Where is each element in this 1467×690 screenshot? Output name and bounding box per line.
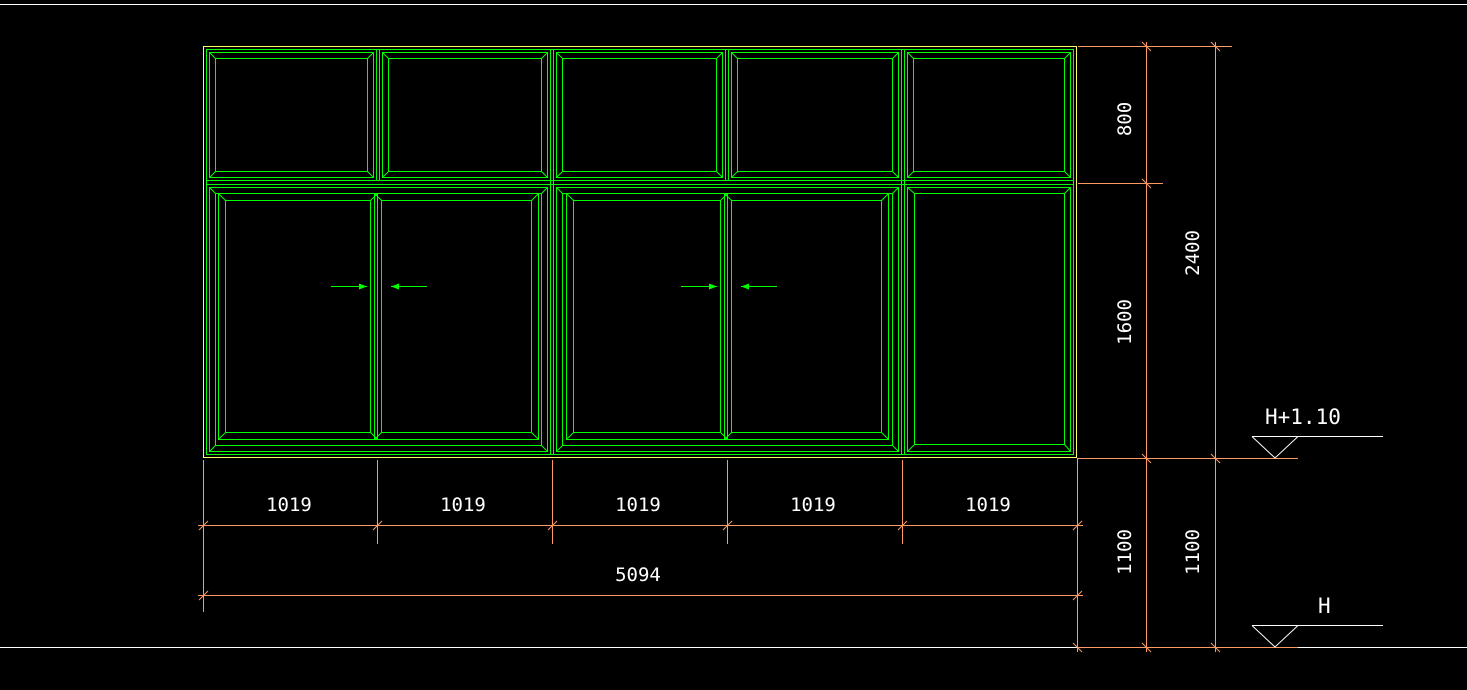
dimension-lines: [198, 41, 1298, 653]
elevation-labels: H+1.10 H: [1265, 405, 1341, 618]
fixed-bay: [907, 187, 1071, 452]
dim-total-height: 2400: [1182, 230, 1204, 276]
dim-panel-5: 1019: [965, 494, 1011, 516]
dim-transom-height: 800: [1114, 102, 1136, 136]
mullions: [376, 49, 905, 455]
dimension-labels: 1019 1019 1019 1019 1019 5094 800 1600 2…: [266, 102, 1204, 586]
sliding-bay-1: [209, 187, 548, 452]
sliding-direction-arrow-icon: [331, 283, 777, 290]
dim-sill-height-inner: 1100: [1114, 529, 1136, 575]
window-elevation: [203, 46, 1077, 458]
transom-panes: [209, 52, 1071, 178]
dim-sill-height-outer: 1100: [1182, 529, 1204, 575]
dim-sash-height: 1600: [1114, 299, 1136, 345]
window-inner-frame: [206, 49, 1074, 455]
dim-panel-1: 1019: [266, 494, 312, 516]
elevation-bottom-label: H: [1318, 594, 1331, 618]
transom-bar: [206, 180, 1074, 185]
dim-panel-2: 1019: [440, 494, 486, 516]
elevation-top-label: H+1.10: [1265, 405, 1341, 429]
elevation-triangle-icon: [1251, 436, 1383, 648]
viewport-border: [0, 4, 1467, 648]
dim-panel-4: 1019: [790, 494, 836, 516]
sliding-bay-2: [556, 187, 899, 452]
dim-panel-3: 1019: [615, 494, 661, 516]
window-outer-frame: [203, 46, 1077, 458]
dim-total-width: 5094: [615, 564, 661, 586]
